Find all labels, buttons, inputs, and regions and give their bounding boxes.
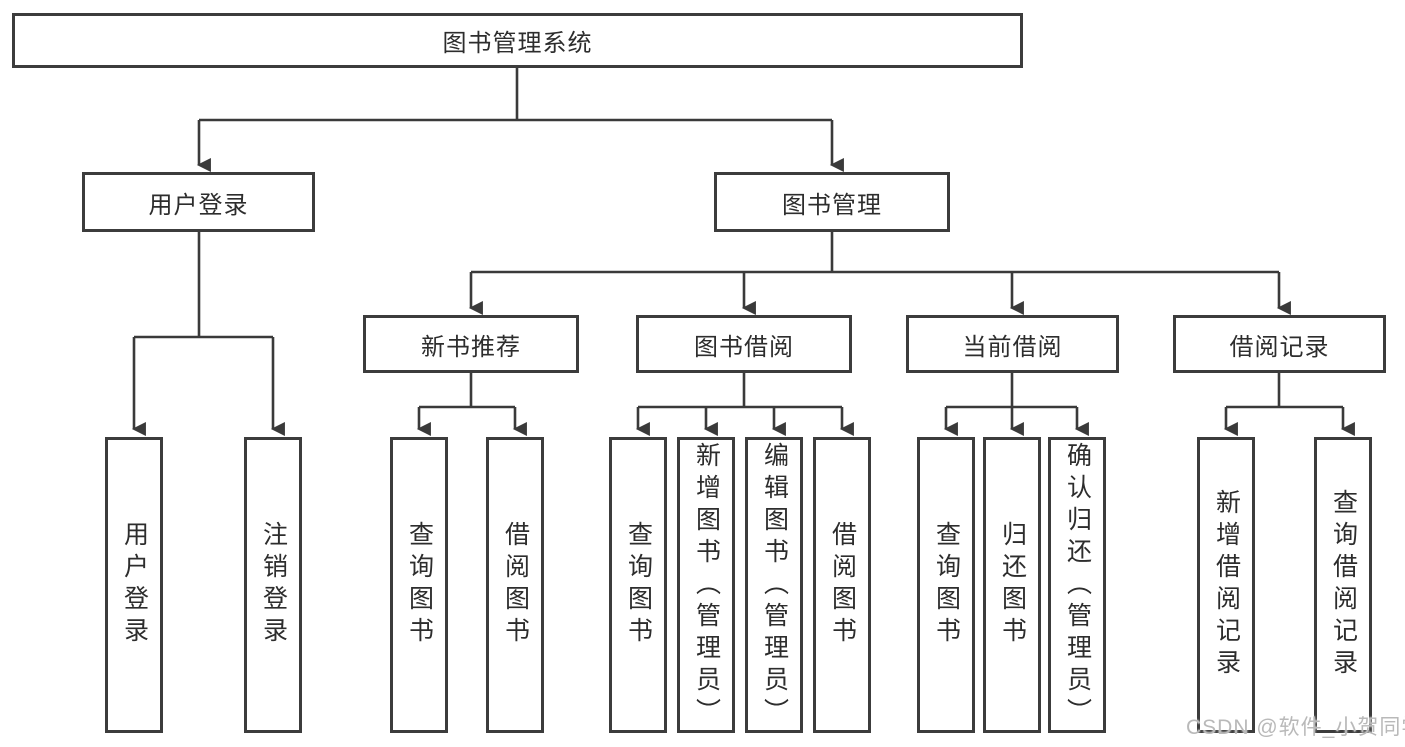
node-user-login-branch: 用户登录 bbox=[82, 172, 315, 232]
node-borrow-query-books: 查询图书 bbox=[609, 437, 667, 733]
node-label: 当前借阅 bbox=[962, 333, 1063, 361]
node-book-borrowing: 图书借阅 bbox=[636, 315, 852, 373]
node-label: 图书管理 bbox=[782, 191, 882, 219]
node-label: 新书推荐 bbox=[421, 333, 521, 361]
node-label: 查询图书 bbox=[405, 521, 434, 649]
node-library-management-system: 图书管理系统 bbox=[12, 13, 1023, 68]
node-label: 查询借阅记录 bbox=[1329, 489, 1358, 681]
node-logout: 注销登录 bbox=[244, 437, 302, 733]
node-label: 查询图书 bbox=[932, 521, 961, 649]
node-label: 编辑图书（管理员） bbox=[760, 442, 789, 730]
node-current-query-books: 查询图书 bbox=[917, 437, 975, 733]
node-label: 图书管理系统 bbox=[442, 30, 593, 57]
node-book-management-branch: 图书管理 bbox=[714, 172, 950, 232]
node-newbooks-borrow-books: 借阅图书 bbox=[486, 437, 544, 733]
node-query-borrow-record: 查询借阅记录 bbox=[1314, 437, 1372, 733]
node-current-borrowing: 当前借阅 bbox=[906, 315, 1119, 373]
node-add-books-admin: 新增图书（管理员） bbox=[677, 437, 735, 733]
node-user-login: 用户登录 bbox=[105, 437, 163, 733]
node-label: 注销登录 bbox=[259, 521, 288, 649]
node-label: 借阅图书 bbox=[501, 521, 530, 649]
node-label: 归还图书 bbox=[998, 521, 1027, 649]
node-label: 用户登录 bbox=[148, 191, 249, 219]
node-label: 借阅记录 bbox=[1229, 333, 1330, 361]
node-borrow-books: 借阅图书 bbox=[813, 437, 871, 733]
node-label: 新增借阅记录 bbox=[1212, 489, 1241, 681]
node-borrowing-records: 借阅记录 bbox=[1173, 315, 1386, 373]
node-newbooks-query-books: 查询图书 bbox=[390, 437, 448, 733]
watermark: CSDN @软件_小贺同学 bbox=[1186, 716, 1405, 739]
node-label: 借阅图书 bbox=[828, 521, 857, 649]
node-label: 确认归还（管理员） bbox=[1063, 442, 1092, 730]
node-new-book-recommendation: 新书推荐 bbox=[363, 315, 579, 373]
node-label: 图书借阅 bbox=[694, 333, 794, 361]
node-add-borrow-record: 新增借阅记录 bbox=[1197, 437, 1255, 733]
node-label: 用户登录 bbox=[120, 521, 149, 649]
node-edit-books-admin: 编辑图书（管理员） bbox=[745, 437, 803, 733]
node-label: 新增图书（管理员） bbox=[692, 442, 721, 730]
node-return-books: 归还图书 bbox=[983, 437, 1041, 733]
node-label: 查询图书 bbox=[624, 521, 653, 649]
node-confirm-return-admin: 确认归还（管理员） bbox=[1048, 437, 1106, 733]
